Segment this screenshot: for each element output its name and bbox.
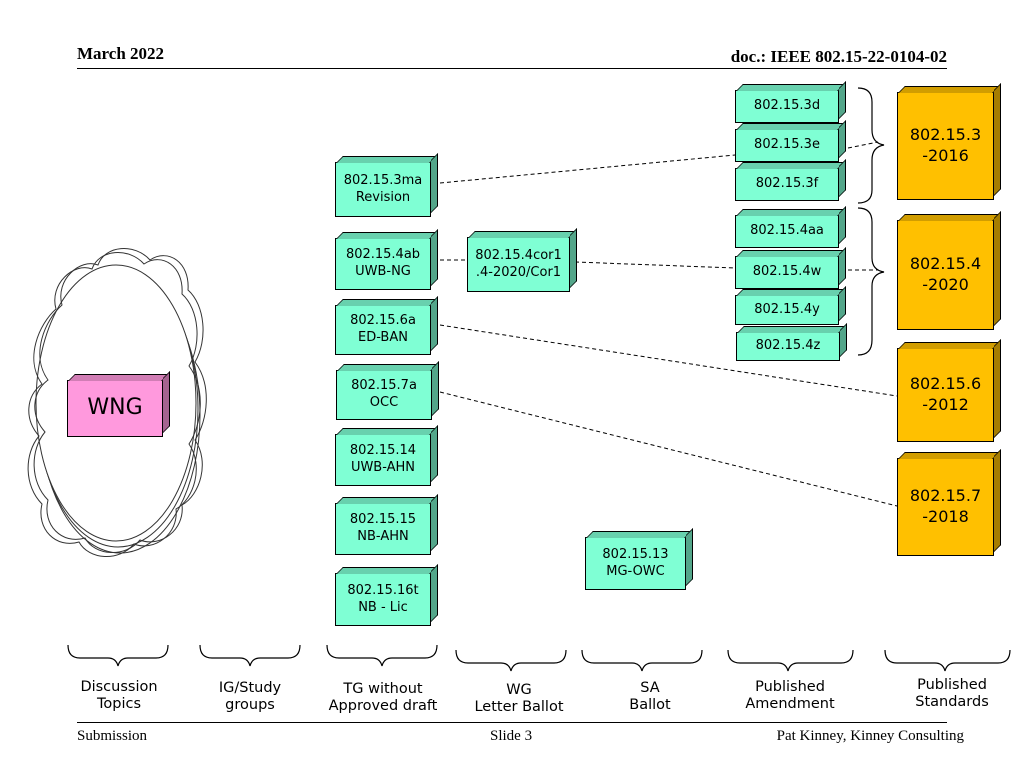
footer-rule [77,722,947,723]
category-braces [67,644,1011,672]
category-ig-label: IG/Study groups [218,680,282,714]
wng-box: WNG [67,380,163,437]
amendment-braces [857,87,885,356]
category-wg-label: WG Letter Ballot [474,682,564,716]
category-sa-ballot: SA Ballot [580,680,720,715]
standard-802-15-7-2018: 802.15.7 -2018 [897,458,994,556]
header-doc-id: doc.: IEEE 802.15-22-0104-02 [730,47,947,66]
task-group-802-15-15: 802.15.15 NB-AHN [335,503,431,555]
task-group-802-15-3ma: 802.15.3ma Revision [335,162,431,217]
category-discussion-topics: Discussion Topics [49,679,189,714]
category-ig-study-groups: IG/Study groups [180,680,320,715]
header-date: March 2022 [77,44,165,63]
connector-lines [439,141,898,507]
category-discussion-label: Discussion Topics [80,679,158,713]
category-amend-label: Published Amendment [745,679,835,713]
category-published-amendment: Published Amendment [720,679,860,714]
task-group-802-15-4ab: 802.15.4ab UWB-NG [335,238,431,290]
amendment-802-15-4w: 802.15.4w [735,256,839,289]
task-group-802-15-14: 802.15.14 UWB-AHN [335,434,431,486]
amendment-802-15-3e: 802.15.3e [735,129,839,162]
amendment-802-15-3f: 802.15.3f [735,168,839,201]
category-sa-label: SA Ballot [629,680,671,714]
standard-802-15-4-2020: 802.15.4 -2020 [897,220,994,330]
amendment-802-15-4aa: 802.15.4aa [735,215,839,248]
category-wg-letter-ballot: WG Letter Ballot [449,682,589,717]
standard-802-15-3-2016: 802.15.3 -2016 [897,92,994,200]
category-published-standards: Published Standards [882,677,1022,712]
footer-slide-number: Slide 3 [490,728,533,744]
sa-ballot-802-15-13: 802.15.13 MG-OWC [585,537,686,590]
task-group-802-15-6a: 802.15.6a ED-BAN [335,305,431,355]
task-group-802-15-16t: 802.15.16t NB - Lic [335,573,431,626]
category-tg-without-draft: TG without Approved draft [313,681,453,716]
amendment-802-15-4z: 802.15.4z [736,332,840,361]
task-group-802-15-7a: 802.15.7a OCC [336,370,432,420]
header-rule [77,68,947,69]
amendment-802-15-3d: 802.15.3d [735,90,839,123]
footer-submission: Submission [77,728,148,744]
standard-802-15-6-2012: 802.15.6 -2012 [897,348,994,442]
amendment-802-15-4y: 802.15.4y [735,295,839,325]
category-std-label: Published Standards [915,677,989,711]
category-tg-label: TG without Approved draft [328,681,438,715]
wg-ballot-802-15-4cor1: 802.15.4cor1 .4-2020/Cor1 [467,237,570,292]
footer-author: Pat Kinney, Kinney Consulting [776,728,964,744]
